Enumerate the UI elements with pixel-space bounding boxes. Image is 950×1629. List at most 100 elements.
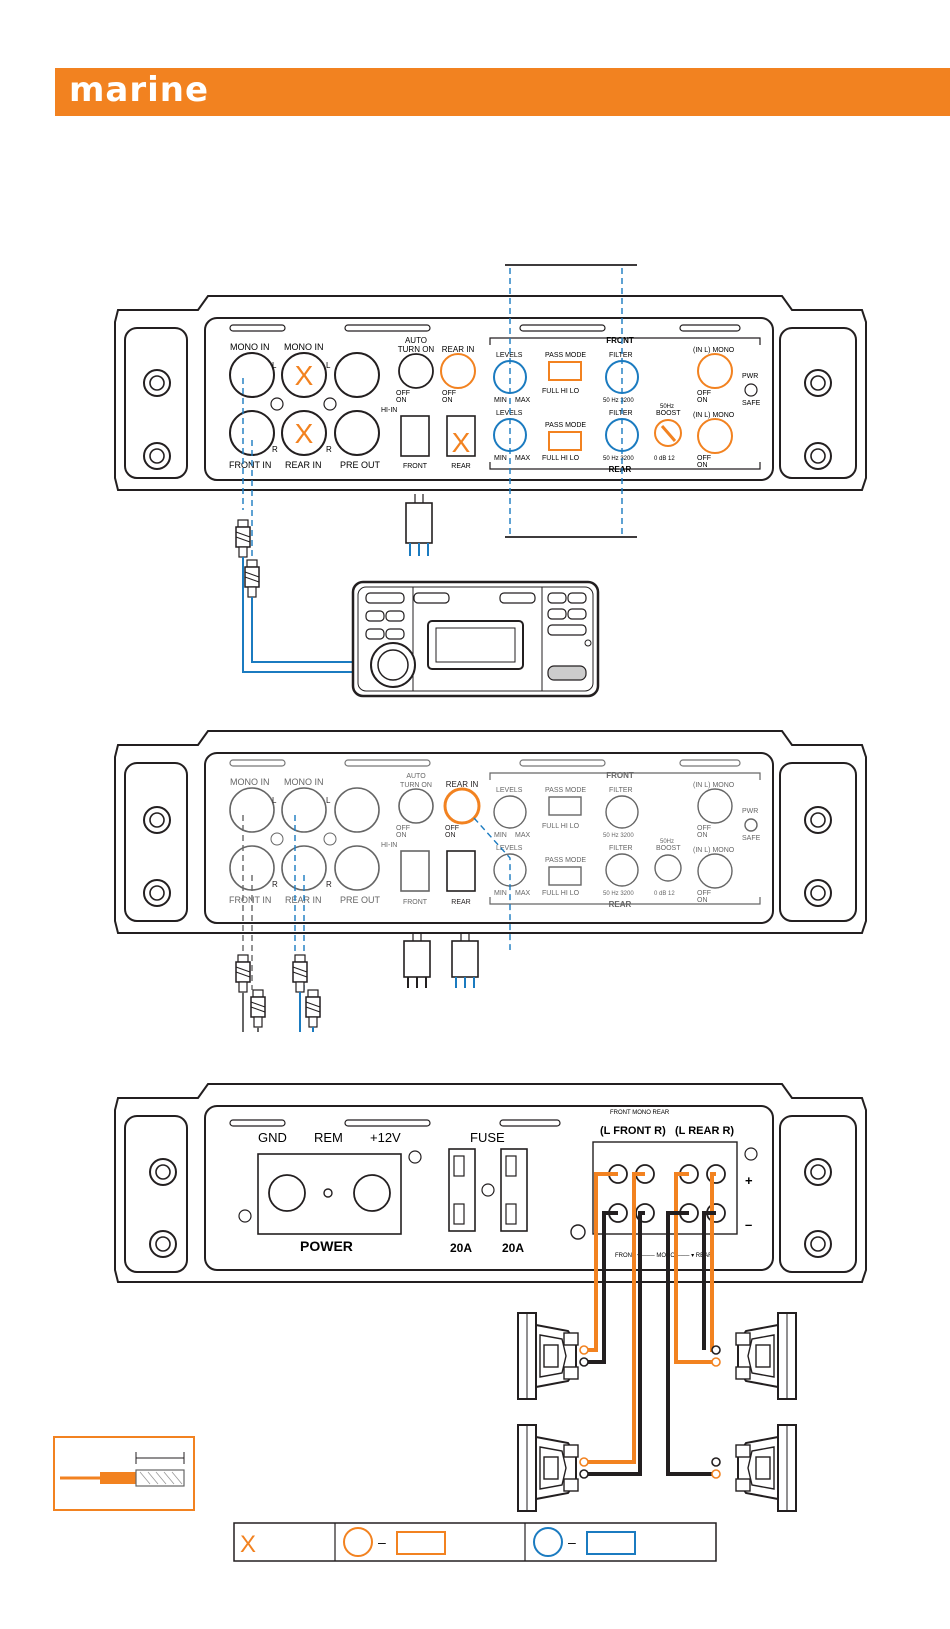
front-pass-mode-switch[interactable] [548, 361, 582, 381]
turn-on-label: TURN ON [398, 345, 435, 354]
pass-mode-label: PASS MODE [545, 857, 586, 864]
front-filter-knob[interactable] [605, 795, 639, 829]
on-label: ON [697, 397, 708, 404]
bass-boost-knob[interactable] [654, 854, 682, 882]
rear-in-label: REAR IN [285, 895, 322, 905]
pre-out-right-jack[interactable] [334, 845, 380, 891]
mono-in-left-jack[interactable] [229, 352, 275, 398]
min-label: MIN [494, 397, 507, 404]
boost-label: BOOST [656, 845, 681, 852]
off-label: OFF [697, 455, 711, 462]
rear-mono-knob[interactable] [697, 853, 733, 889]
head-unit-button[interactable] [365, 592, 405, 604]
mono-in-label: MONO IN [284, 777, 324, 787]
rca-plug [244, 559, 260, 598]
head-unit-button[interactable] [365, 628, 385, 640]
gnd-label: GND [258, 1130, 287, 1145]
head-unit-button[interactable] [547, 624, 587, 636]
rear-in-label: REAR IN [285, 460, 322, 470]
head-unit-button[interactable] [547, 592, 567, 604]
front-terminal-group-label: (L FRONT R) [600, 1125, 666, 1137]
head-unit-button[interactable] [567, 592, 587, 604]
power-led [744, 383, 758, 397]
front-in-jack[interactable] [229, 845, 275, 891]
rear-section-label: REAR [609, 465, 632, 474]
levels-label: LEVELS [496, 352, 523, 359]
rear-mono-knob[interactable] [697, 418, 733, 454]
hi-in-rear-connector[interactable] [446, 415, 476, 457]
front-pass-mode-switch[interactable] [548, 796, 582, 816]
plus12v-terminal[interactable] [353, 1174, 391, 1212]
rear-pass-mode-switch[interactable] [548, 866, 582, 886]
pwr-label: PWR [742, 808, 758, 815]
boost-range-label: 0 dB 12 [654, 456, 675, 462]
mono-in-left-jack[interactable] [229, 787, 275, 833]
mono-in-label: MONO IN [230, 777, 270, 787]
head-unit-button[interactable] [413, 592, 450, 604]
hi-in-rear-connector[interactable] [446, 850, 476, 892]
pass-options-label: FULL HI LO [542, 890, 580, 897]
auto-turn-on-knob[interactable] [398, 788, 434, 824]
legend-blue-switch-icon [586, 1531, 636, 1555]
off-label: OFF [445, 825, 459, 832]
hi-in-plug [405, 502, 433, 544]
rear-label: REAR [451, 463, 470, 470]
hi-in-front-connector[interactable] [400, 850, 430, 892]
head-unit-button[interactable] [385, 628, 405, 640]
rear-pass-mode-switch[interactable] [548, 431, 582, 451]
rear-in-knob[interactable] [440, 353, 476, 389]
front-mono-knob[interactable] [697, 353, 733, 389]
max-label: MAX [515, 397, 531, 404]
auto-turn-on-knob[interactable] [398, 353, 434, 389]
rem-label: REM [314, 1130, 343, 1145]
mono-in-right-jack[interactable] [281, 352, 327, 398]
head-unit-button[interactable] [547, 608, 567, 620]
head-unit-button[interactable] [365, 610, 385, 622]
pass-options-label: FULL HI LO [542, 823, 580, 830]
safe-label: SAFE [742, 400, 761, 407]
left-label: L [272, 361, 277, 370]
rca-plug [305, 989, 321, 1028]
head-unit-button[interactable] [385, 610, 405, 622]
legend-dash: – [568, 1534, 576, 1550]
filter-label: FILTER [609, 410, 633, 417]
rca-plug [235, 519, 251, 558]
front-label: FRONT [403, 899, 428, 906]
right-label: R [326, 880, 332, 889]
pre-out-left-jack[interactable] [334, 787, 380, 833]
left-label: L [326, 796, 331, 805]
auto-label: AUTO [406, 773, 426, 780]
legend-orange-knob-icon [343, 1527, 373, 1557]
rear-filter-knob[interactable] [605, 853, 639, 887]
front-in-label: FRONT IN [229, 895, 271, 905]
brand-logo: marine [69, 70, 210, 110]
legend-table: X – – [233, 1522, 717, 1562]
rear-in-jack[interactable] [281, 845, 327, 891]
front-levels-knob[interactable] [493, 795, 527, 829]
pre-out-left-jack[interactable] [334, 352, 380, 398]
mono-in-right-jack[interactable] [281, 787, 327, 833]
rear-in-knob-active[interactable] [443, 787, 481, 825]
front-mono-knob[interactable] [697, 788, 733, 824]
off-label: OFF [697, 890, 711, 897]
rear-left-speaker [735, 1312, 797, 1400]
pre-out-right-jack[interactable] [334, 410, 380, 456]
rem-terminal[interactable] [323, 1188, 333, 1198]
front-in-left-jack[interactable] [229, 410, 275, 456]
head-unit-button[interactable] [499, 592, 536, 604]
gnd-terminal[interactable] [268, 1174, 306, 1212]
pass-options-label: FULL HI LO [542, 388, 580, 395]
fuse-rating-label: 20A [450, 1241, 472, 1255]
on-label: ON [442, 397, 453, 404]
front-mono-rear-bottom-label: FRONT ▾ ─── MONO ─── ▾ REAR [615, 1253, 713, 1259]
rear-right-speaker [735, 1424, 797, 1512]
rear-in-switch-label: REAR IN [442, 345, 475, 354]
rear-terminal-group-label: (L REAR R) [675, 1125, 734, 1137]
head-unit-button[interactable] [567, 608, 587, 620]
max-label: MAX [515, 832, 531, 839]
legend-blue-knob-icon [533, 1527, 563, 1557]
rear-in-jack[interactable] [281, 410, 327, 456]
hi-in-front-connector[interactable] [400, 415, 430, 457]
in-l-mono-label: (IN L) MONO [693, 847, 735, 854]
right-label: R [272, 880, 278, 889]
